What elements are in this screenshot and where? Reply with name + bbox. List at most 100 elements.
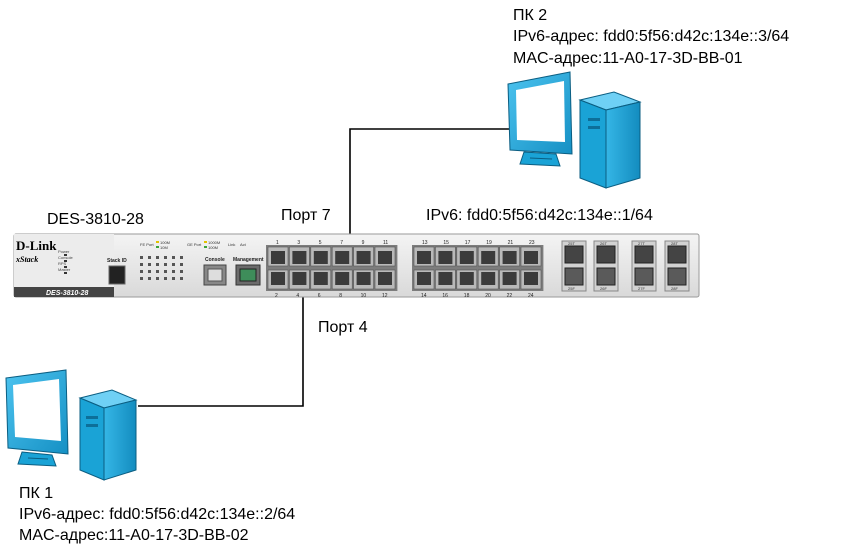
port-number-top: 9 <box>362 240 365 246</box>
port-number-bottom: 10 <box>361 293 367 299</box>
led-label-rps: RPS <box>58 261 67 266</box>
dlink-logo: D-Link <box>16 238 57 253</box>
status-leds: Power Console RPS Master <box>58 249 73 274</box>
ge-port-legend: GE Port <box>187 242 202 247</box>
sfp-port <box>596 267 616 286</box>
led-1000m-legend: 1000M <box>208 240 220 245</box>
sfp-port-label: 25F <box>568 286 575 291</box>
rj45-port-socket <box>378 272 392 285</box>
rj45-port-socket <box>459 272 474 285</box>
port-led <box>156 270 159 273</box>
port-led <box>148 263 151 266</box>
rj45-port-socket <box>438 272 453 285</box>
management-port-label: Management <box>233 257 264 263</box>
port-number-top: 1 <box>276 240 279 246</box>
stack-id-display <box>108 265 126 285</box>
switch-ipv6-address: IPv6: fdd0:5f56:d42c:134e::1/64 <box>426 207 653 224</box>
port-led <box>180 277 183 280</box>
rj45-port-socket <box>292 251 307 264</box>
sfp-port <box>564 267 584 286</box>
rj45-port-socket <box>524 272 538 285</box>
port-number-top: 13 <box>422 240 428 246</box>
port-led <box>172 256 175 259</box>
rj45-port-socket <box>417 251 431 264</box>
cable-pc1-to-port4 <box>138 283 304 407</box>
sfp-port-label: 28F <box>671 286 678 291</box>
port-led <box>164 277 167 280</box>
rj45-port-socket <box>356 272 371 285</box>
rj45-port-socket <box>335 272 350 285</box>
pc2-monitor <box>507 71 573 167</box>
fe-port-legend: FE Port <box>140 242 154 247</box>
port-led <box>180 270 183 273</box>
port4-label: Порт 4 <box>318 319 368 336</box>
port-led <box>148 270 151 273</box>
xstack-logo: xStack <box>15 255 38 264</box>
led-100m-legend: 100M <box>160 240 170 245</box>
sfp-port-label: 27F <box>638 286 645 291</box>
pc1-computer <box>5 369 138 481</box>
port-number-bottom: 24 <box>528 293 534 299</box>
pc1-mac-address: MAC-адрес:11-A0-17-3D-BB-02 <box>19 527 249 544</box>
port-number-bottom: 20 <box>485 293 491 299</box>
port-led <box>156 263 159 266</box>
port-led <box>172 277 175 280</box>
rj45-port-bank <box>266 245 544 291</box>
rj45-port-socket <box>459 251 474 264</box>
console-port-label: Console <box>205 257 225 263</box>
rj45-port-socket <box>378 251 392 264</box>
port-led <box>140 263 143 266</box>
port-led <box>148 277 151 280</box>
rj45-port-socket <box>502 251 517 264</box>
port-led <box>156 256 159 259</box>
led-label-power: Power <box>58 249 70 254</box>
combo-port-label: 27T <box>638 241 645 246</box>
combo-rj45-port <box>596 245 616 264</box>
pc2-tower <box>578 91 642 189</box>
port-number-top: 19 <box>486 240 492 246</box>
switch-device: DES-3810-28 D-Link xStack Power Console … <box>13 233 700 299</box>
sfp-port <box>634 267 654 286</box>
port-number-bottom: 6 <box>318 293 321 299</box>
rj45-port-socket <box>481 272 496 285</box>
pc1-monitor <box>5 369 69 467</box>
rj45-port-socket <box>524 251 538 264</box>
pc2-name: ПК 2 <box>513 7 548 24</box>
port-led <box>172 263 175 266</box>
port-led <box>140 270 143 273</box>
port-led <box>148 256 151 259</box>
rj45-port-socket <box>481 251 496 264</box>
rj45-port-socket <box>417 272 431 285</box>
rj45-port-socket <box>335 251 350 264</box>
uplink-port-bank: 25T 25F 26T 26F 27T 27F 28T 28F <box>561 240 690 292</box>
led-label-master: Master <box>58 267 71 272</box>
led-10m-legend: 10M <box>160 245 168 250</box>
rj45-port-socket <box>356 251 371 264</box>
port-led-grid <box>140 256 183 280</box>
cables <box>138 128 509 407</box>
combo-port-label: 28T <box>671 241 678 246</box>
switch-left-panel <box>14 234 114 297</box>
port-led <box>172 270 175 273</box>
rj45-port-socket <box>438 251 453 264</box>
port-number-top: 5 <box>319 240 322 246</box>
pc2-mac-address: MAC-адрес:11-A0-17-3D-BB-01 <box>513 50 743 67</box>
sfp-port-label: 26F <box>600 286 607 291</box>
led-link-legend: Link <box>228 242 235 247</box>
port-number-top: 3 <box>297 240 300 246</box>
combo-port-label: 26T <box>600 241 607 246</box>
combo-rj45-port <box>667 245 687 264</box>
rj45-port-socket <box>271 251 285 264</box>
port-number-bottom: 18 <box>464 293 470 299</box>
combo-port-label: 25T <box>568 241 575 246</box>
rj45-port-socket <box>292 272 307 285</box>
rj45-port-socket <box>313 251 328 264</box>
port-number-top: 17 <box>465 240 471 246</box>
combo-rj45-port <box>564 245 584 264</box>
port-led <box>180 263 183 266</box>
port7-label: Порт 7 <box>281 207 331 224</box>
port-number-bottom: 12 <box>382 293 388 299</box>
pc2-ipv6-address: IPv6-адрес: fdd0:5f56:d42c:134e::3/64 <box>513 28 790 45</box>
